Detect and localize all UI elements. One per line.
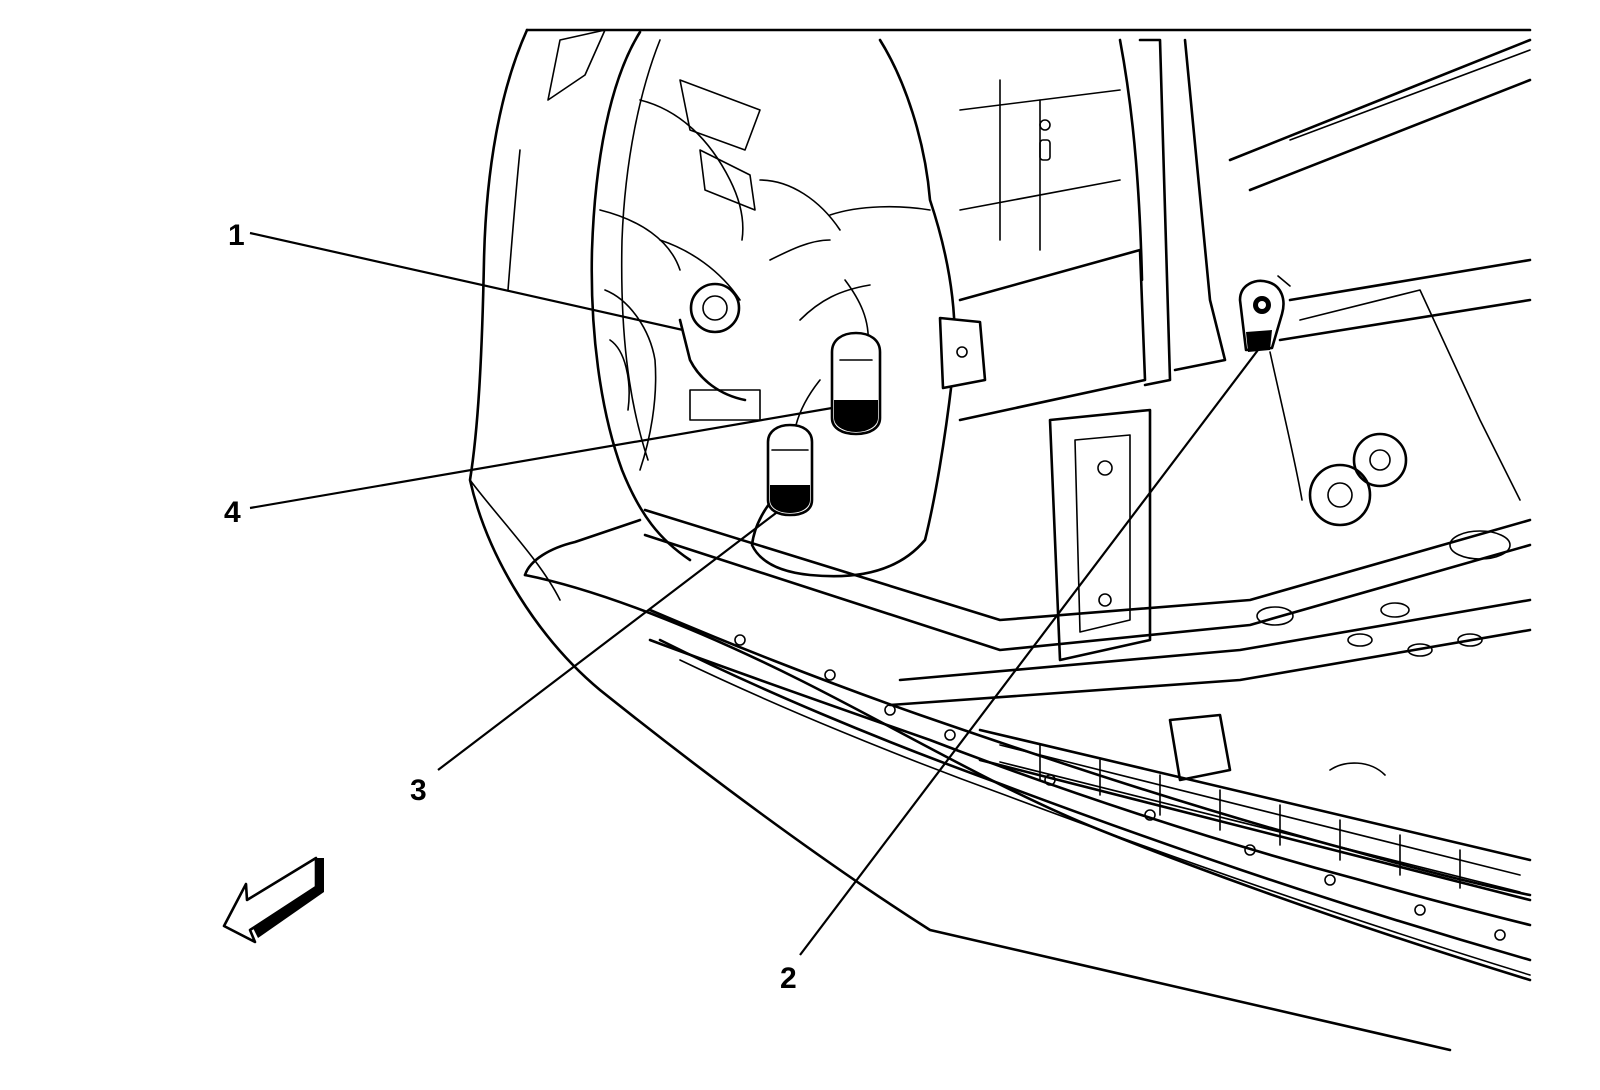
leader-line-2 (799, 349, 1259, 956)
sensor-assembly (1238, 275, 1303, 501)
callout-2: 2 (780, 962, 797, 995)
wheel-well (590, 30, 761, 562)
callout-3: 3 (410, 774, 427, 807)
washer-reservoir (750, 38, 987, 578)
leader-line-4 (249, 406, 833, 510)
lower-valance (658, 634, 1532, 976)
washer-pump-lower (766, 423, 814, 517)
leader-line-3 (437, 512, 777, 771)
arrow-icon (222, 856, 324, 944)
callout-4: 4 (224, 496, 241, 529)
callout-labels: 1 2 3 4 (224, 219, 797, 995)
lower-grille (978, 713, 1532, 902)
leader-line-1 (249, 231, 684, 332)
callout-1: 1 (228, 219, 245, 252)
bumper-fascia (468, 28, 1532, 1052)
leader-lines (249, 231, 1259, 956)
frame-structure (958, 38, 1532, 662)
lamp-bracket-assembly (659, 149, 761, 421)
washer-pump-upper (795, 331, 882, 436)
lower-crossmember (643, 289, 1532, 927)
